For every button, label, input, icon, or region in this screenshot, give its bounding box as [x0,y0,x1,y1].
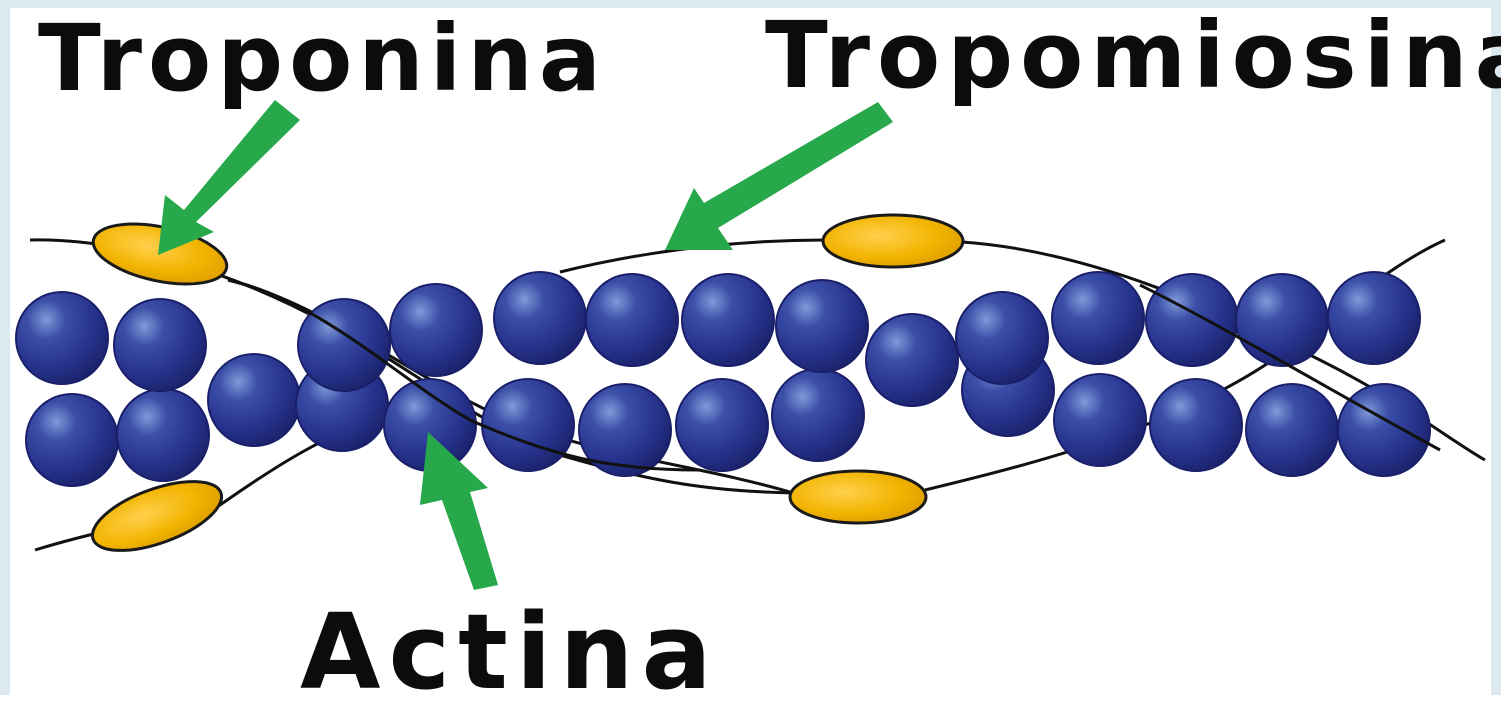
actin-monomer [1054,374,1146,466]
actin-monomer [776,280,868,372]
actin-monomer [208,354,300,446]
troponin-complex [790,471,926,523]
actin-monomer [1052,272,1144,364]
actin-monomer [866,314,958,406]
actin-monomer [390,284,482,376]
actin-monomer [1338,384,1430,476]
actin-monomer [16,292,108,384]
troponina-label: Troponina [38,13,607,105]
actin-monomer [682,274,774,366]
actin-monomer [26,394,118,486]
troponin-complex [823,215,963,267]
actin-monomer [1246,384,1338,476]
actin-monomer [1146,274,1238,366]
actin-monomer [114,299,206,391]
actin-monomer [956,292,1048,384]
tropomiosina-label: Tropomiosina [765,10,1501,102]
actin-monomer [482,379,574,471]
actin-monomer [494,272,586,364]
actin-monomer [772,369,864,461]
actin-monomer [117,389,209,481]
actin-monomer [676,379,768,471]
actin-monomer [1236,274,1328,366]
actina-label: Actina [300,600,720,704]
actin-monomer [1150,379,1242,471]
actin-monomer [1328,272,1420,364]
actin-monomer [586,274,678,366]
actin-filament-diagram: Troponina Tropomiosina Actina [0,0,1501,695]
